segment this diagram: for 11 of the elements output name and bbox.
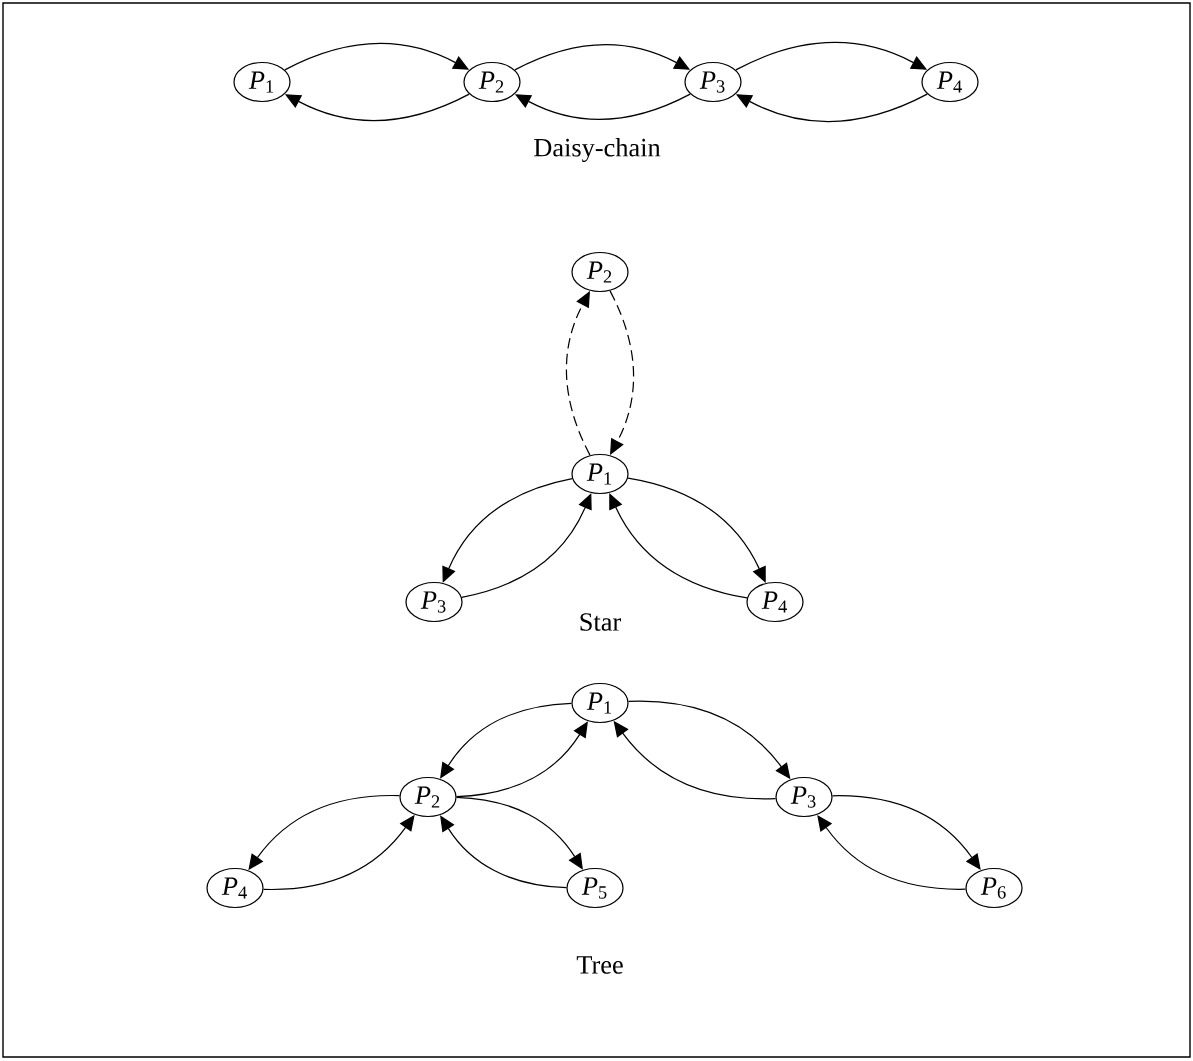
arrow	[627, 477, 766, 583]
caption: Tree	[576, 956, 623, 974]
arrow	[442, 478, 573, 583]
arrow	[609, 493, 748, 599]
caption: Star	[580, 613, 621, 631]
arrow	[456, 721, 588, 798]
caption: Daisy-chain	[534, 138, 661, 162]
arrow	[440, 702, 572, 779]
arrow	[456, 796, 583, 870]
arrow	[440, 815, 567, 889]
arrow	[461, 493, 592, 598]
